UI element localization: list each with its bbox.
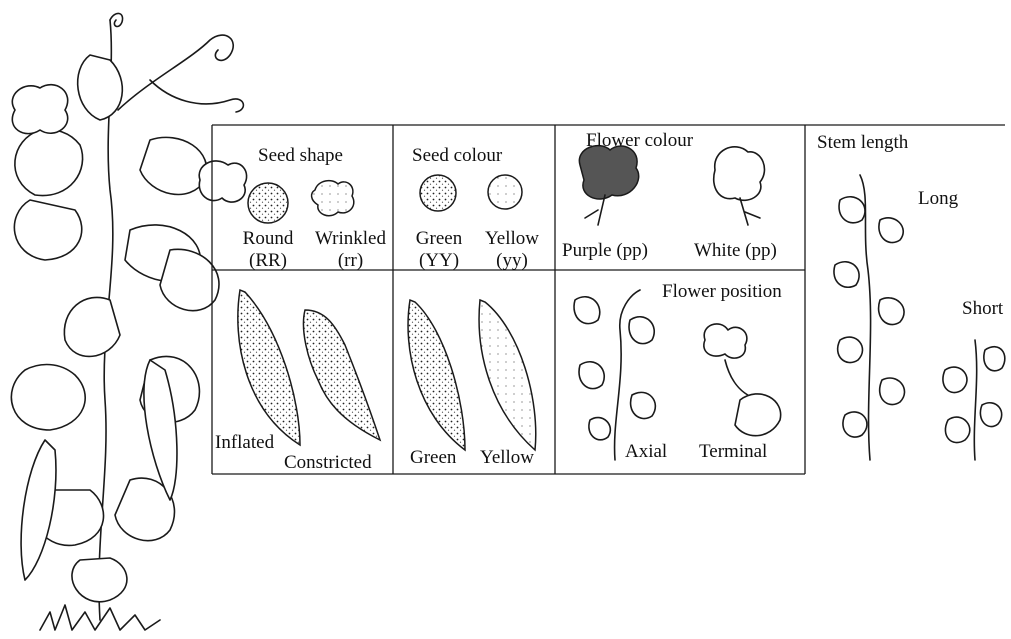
- green-pod-label: Green: [410, 447, 456, 469]
- stem-length-title: Stem length: [817, 132, 908, 154]
- yellow-seed-genotype: (yy): [476, 250, 548, 272]
- white-flower: [714, 147, 765, 225]
- green-pod: [408, 300, 465, 450]
- seed-colour-title: Seed colour: [412, 145, 502, 167]
- round-genotype: (RR): [228, 250, 308, 272]
- round-label: Round: [228, 228, 308, 250]
- green-seed: [420, 175, 456, 211]
- terminal-flower-plant: [704, 324, 781, 436]
- constricted-pod-label: Constricted: [284, 452, 372, 474]
- yellow-pod: [479, 300, 536, 450]
- inflated-pod: [238, 290, 300, 445]
- yellow-seed: [488, 175, 522, 209]
- yellow-seed-label: Yellow: [476, 228, 548, 250]
- wrinkled-label: Wrinkled: [308, 228, 393, 250]
- yellow-pod-label: Yellow: [480, 447, 534, 469]
- wrinkled-seed: [312, 181, 354, 216]
- flower-colour-title: Flower colour: [586, 130, 693, 152]
- pea-plant-illustration: [11, 13, 246, 630]
- short-stem-plant: [943, 340, 1005, 460]
- terminal-label: Terminal: [699, 441, 767, 463]
- purple-flower-label: Purple (pp): [562, 240, 648, 262]
- round-seed: [248, 183, 288, 223]
- green-seed-genotype: (YY): [403, 250, 475, 272]
- axial-label: Axial: [625, 441, 667, 463]
- long-stem-plant: [834, 175, 905, 460]
- short-label: Short: [962, 298, 1003, 320]
- flower-position-title: Flower position: [662, 281, 782, 303]
- purple-flower: [579, 146, 638, 225]
- inflated-pod-label: Inflated: [215, 432, 274, 454]
- wrinkled-genotype: (rr): [308, 250, 393, 272]
- white-flower-label: White (pp): [694, 240, 777, 262]
- long-label: Long: [918, 188, 958, 210]
- seed-shape-title: Seed shape: [258, 145, 343, 167]
- constricted-pod: [303, 310, 380, 440]
- green-seed-label: Green: [403, 228, 475, 250]
- axial-flower-plant: [574, 290, 655, 460]
